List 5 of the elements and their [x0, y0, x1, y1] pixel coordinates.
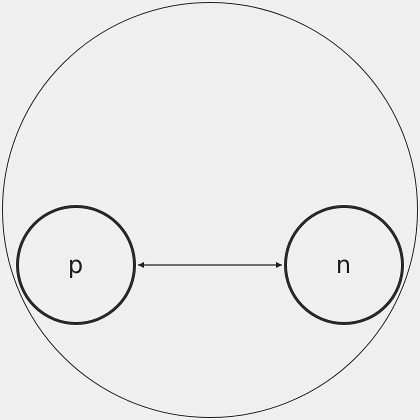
particle-circle: [16, 204, 136, 324]
particle-label: p: [68, 252, 84, 276]
particle-circle: [284, 204, 404, 324]
double-arrow: [138, 262, 282, 268]
particle-label: n: [336, 252, 352, 276]
